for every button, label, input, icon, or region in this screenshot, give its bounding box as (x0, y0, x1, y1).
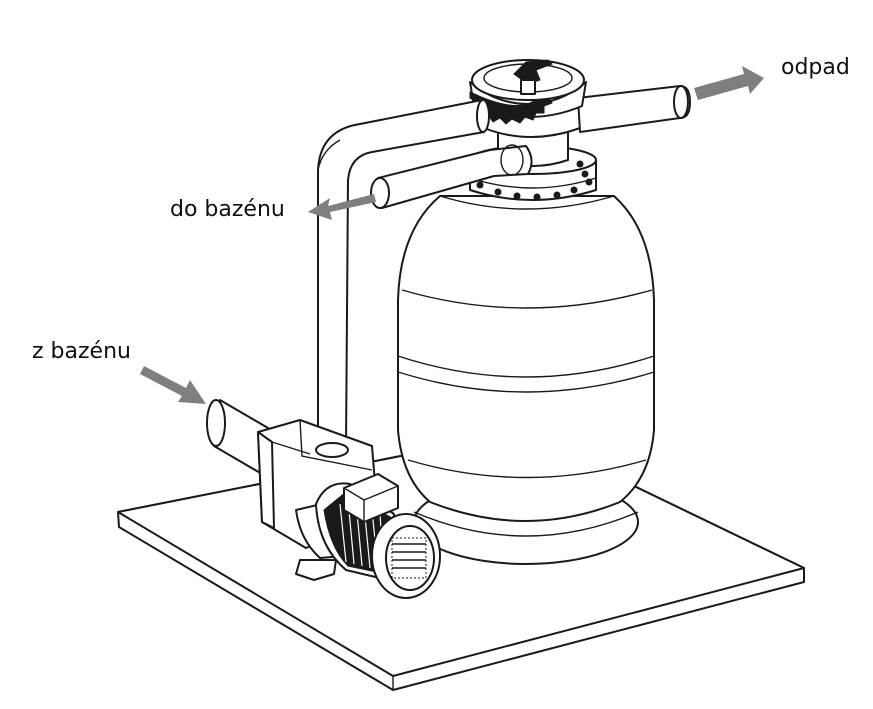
label-from-pool: z bazénu (32, 339, 131, 364)
arrow-from-pool (140, 366, 206, 404)
inlet-pipe (206, 399, 269, 475)
waste-pipe (577, 85, 691, 133)
label-to-pool: do bazénu (170, 197, 285, 222)
filter-tank (397, 195, 655, 522)
riser-pipe (317, 99, 490, 447)
arrow-waste (694, 66, 764, 100)
pump-motor (315, 473, 441, 599)
label-waste: odpad (781, 55, 850, 80)
arrow-to-pool (308, 194, 376, 220)
valve-handle-cap (469, 59, 587, 125)
